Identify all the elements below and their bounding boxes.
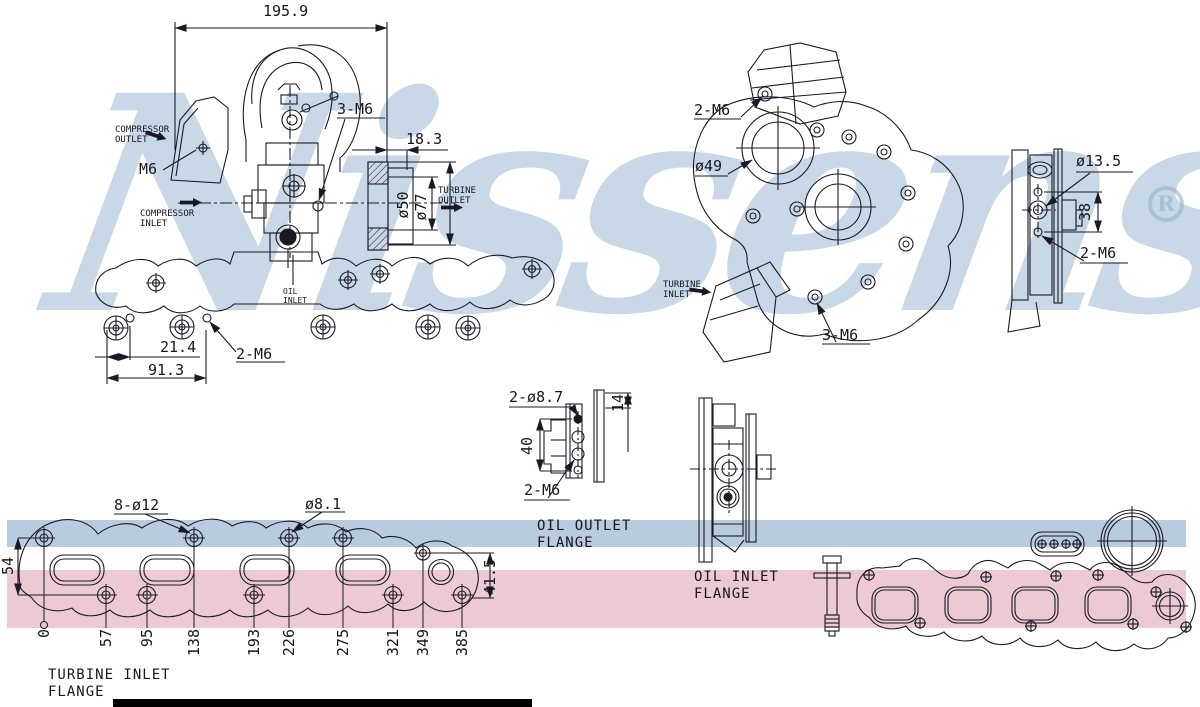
station-226: 226	[280, 629, 298, 657]
round-gasket-drawing	[1097, 506, 1167, 576]
station-385: 385	[453, 629, 471, 657]
station-57: 57	[97, 629, 115, 648]
oil-inlet-flange-drawing	[690, 397, 778, 563]
dim-14-label: 14	[609, 393, 627, 413]
dim-18-3: 18.3	[406, 130, 443, 148]
dia-50-label: ø50	[394, 191, 412, 219]
front-view-drawing	[688, 42, 964, 363]
dim-41-5-label: 41.5	[481, 558, 499, 596]
turbine-inlet-flange-caption: TURBINE INLET FLANGE	[48, 667, 171, 700]
station-0: 0	[35, 629, 53, 639]
turbine-inlet-flange-drawing	[14, 511, 494, 629]
oil-inlet-label: OIL INLET	[283, 287, 308, 305]
dim-38-label: 38	[1076, 202, 1094, 222]
dim-overall-width: 195.9	[263, 2, 309, 20]
pink-highlight-band	[7, 570, 1186, 628]
registered-trademark-icon: R	[1148, 186, 1184, 222]
station-138: 138	[185, 629, 203, 657]
2-m6-label-end: 2-M6	[1080, 244, 1117, 262]
end-view-drawing	[1007, 148, 1133, 333]
turbine-outlet-label: TURBINE OUTLET	[438, 186, 476, 206]
oil-gasket-drawing	[1030, 531, 1085, 557]
compressor-outlet-label: COMPRESSOR OUTLET	[115, 125, 170, 145]
manifold-gasket-drawing	[856, 557, 1196, 652]
station-349: 349	[414, 629, 432, 657]
blue-highlight-band	[7, 520, 1186, 547]
oil-outlet-flange-drawing	[509, 389, 632, 501]
station-275: 275	[334, 629, 352, 657]
stud-drawing	[813, 555, 851, 637]
station-321: 321	[384, 629, 402, 657]
dim-40-label: 40	[518, 436, 536, 456]
dim-91-3: 91.3	[148, 361, 185, 379]
turbine-inlet-label: TURBINE INLET	[663, 280, 701, 300]
dia-77-label: ø77	[412, 193, 430, 221]
2-d8-7-label: 2-ø8.7	[509, 388, 564, 406]
station-95: 95	[138, 629, 156, 648]
side-view-drawing	[95, 22, 555, 384]
dia-13-5-label: ø13.5	[1076, 152, 1122, 170]
dia-49-label: ø49	[695, 157, 723, 175]
2-m6-label-front: 2-M6	[694, 101, 731, 119]
dim-54-label: 54	[0, 556, 17, 576]
oil-inlet-flange-caption: OIL INLET FLANGE	[694, 569, 779, 602]
3-m6-label: 3-M6	[337, 100, 374, 118]
2-m6-label-manifold: 2-M6	[236, 345, 273, 363]
2-m6-label-oil-outlet: 2-M6	[524, 481, 561, 499]
d8-1-label: ø8.1	[305, 495, 342, 513]
bottom-black-bar	[113, 699, 532, 707]
m6-label: M6	[139, 160, 158, 178]
station-193: 193	[245, 629, 263, 657]
dim-21-4: 21.4	[160, 338, 197, 356]
oil-outlet-flange-caption: OIL OUTLET FLANGE	[537, 518, 632, 551]
compressor-inlet-label: COMPRESSOR INLET	[140, 209, 195, 229]
8-d12-label: 8-ø12	[114, 496, 160, 514]
3-m6-label-front: 3-M6	[822, 326, 859, 344]
